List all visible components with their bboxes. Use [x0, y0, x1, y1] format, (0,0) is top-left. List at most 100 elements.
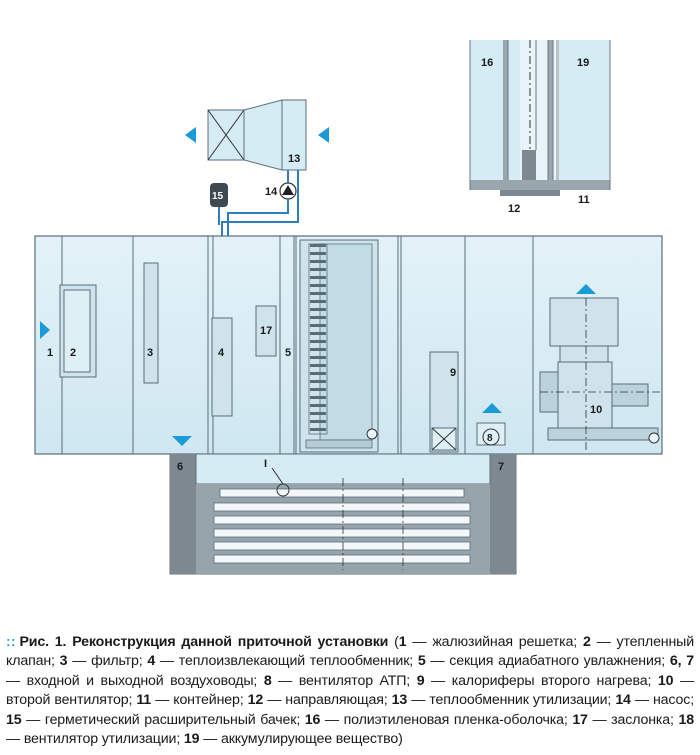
caption-item-text: — вентилятор утилизации; — [6, 731, 184, 748]
filter-3 — [143, 262, 159, 384]
caption-item-number: 6, 7 — [669, 653, 694, 670]
caption-item-number: 9 — [416, 672, 425, 689]
caption-item-number: 14 — [615, 692, 631, 709]
inset-container-base — [500, 190, 560, 196]
label-12: 12 — [508, 203, 520, 215]
label-15: 15 — [212, 191, 224, 202]
caption-item-number: 17 — [572, 711, 588, 728]
label-4: 4 — [218, 347, 225, 359]
label-13: 13 — [288, 153, 300, 165]
caption-item-text: — направляющая; — [263, 692, 392, 709]
fan-8-arrow — [482, 403, 502, 413]
caption-item-text: — жалюзийная решетка; — [406, 634, 583, 650]
label-7: 7 — [498, 461, 504, 473]
caption-item-number: 1 — [398, 634, 407, 650]
label-8: 8 — [487, 433, 493, 444]
label-5: 5 — [285, 347, 291, 359]
caption-item-text: — аккумулирующее вещество — [199, 731, 399, 748]
inset-wall-left — [503, 40, 508, 190]
caption-item-number: 11 — [136, 692, 152, 709]
label-17: 17 — [260, 325, 272, 337]
tank-body — [210, 183, 228, 207]
inset-wall-right — [548, 40, 553, 190]
inset-film-region — [470, 40, 520, 190]
caption-item-text: — полиэтиленовая пленка-оболочка; — [320, 711, 573, 728]
inlet-arrow — [40, 321, 50, 339]
caption-close: ) — [398, 731, 403, 748]
caption-item-number: 10 — [657, 672, 674, 689]
caption-item-text: — вентилятор АТП; — [271, 672, 417, 689]
fan-10-support — [648, 432, 660, 444]
label-detail: I — [264, 458, 267, 470]
caption-item-text: — теплообменник утилизации; — [407, 692, 616, 709]
fan-10-neck — [559, 345, 609, 363]
caption-item-number: 15 — [6, 711, 22, 728]
caption-item-number: 16 — [304, 711, 321, 728]
label-6: 6 — [177, 461, 183, 473]
caption-item-number: 13 — [391, 692, 408, 709]
caption-item-text: — заслонка; — [587, 711, 679, 728]
caption-open: ( — [388, 634, 399, 650]
label-10: 10 — [590, 404, 602, 416]
label-1: 1 — [47, 347, 53, 359]
damper-17 — [255, 305, 277, 357]
inset-substance-region — [558, 40, 610, 190]
caption-item-number: 2 — [582, 634, 591, 650]
damper-2-blade — [63, 289, 91, 373]
caption-item-number: 18 — [678, 711, 695, 728]
duct-6-wall — [170, 454, 196, 574]
pump-triangle — [282, 185, 294, 195]
caption-item-text: — насос; — [630, 692, 695, 709]
inset-wall-right2 — [556, 40, 559, 190]
caption-items: 1 — жалюзийная решетка; 2 — утепленный к… — [6, 634, 694, 747]
fan-10-shaft — [611, 383, 649, 407]
fan-10-base — [547, 427, 659, 441]
fan-10-discharge — [549, 297, 619, 347]
detail-inset: 16 19 12 11 — [469, 40, 611, 215]
duct-7-wall — [490, 454, 516, 574]
caption-prefix: Рис. 1. — [19, 634, 67, 650]
fan-8-circle — [482, 428, 500, 446]
caption-item-text: — теплоизвлекающий теплообменник; — [155, 653, 418, 670]
caption-item-text: — контейнер; — [151, 692, 248, 709]
fan-10-housing — [557, 361, 613, 429]
caption-item-text: — фильтр; — [67, 653, 148, 670]
caption-item-text: — входной и выходной воздуховоды; — [6, 672, 264, 689]
recovery-arrow-left — [185, 127, 196, 143]
container-fins — [310, 244, 326, 431]
caption-item-number: 8 — [263, 672, 272, 689]
caption-item-text: — калориферы второго нагрева; — [424, 672, 658, 689]
label-16: 16 — [481, 57, 493, 69]
caption-title: Реконструкция данной приточной установки — [72, 634, 389, 650]
duct-6-arrow — [172, 436, 192, 446]
expansion-tank-15: 15 — [210, 183, 228, 207]
caption-item-number: 4 — [147, 653, 156, 670]
label-14: 14 — [265, 186, 278, 198]
label-3: 3 — [147, 347, 153, 359]
figure-caption: ::Рис. 1. Реконструкция данной приточной… — [6, 633, 694, 749]
bottom-block: I 6 7 — [169, 453, 517, 575]
main-unit: 1 2 3 4 17 5 — [34, 235, 663, 455]
caption-item-text: — второй вентилятор; — [6, 672, 694, 709]
air-handling-unit-diagram: 16 19 12 11 13 14 15 — [34, 40, 663, 575]
label-19: 19 — [577, 57, 589, 69]
recovery-exchanger-box — [281, 99, 307, 171]
exchanger-4 — [211, 317, 233, 417]
caption-dots-icon: :: — [6, 634, 16, 650]
caption-item-text: — герметический расширительный бачек; — [21, 711, 305, 728]
label-11: 11 — [578, 194, 590, 206]
container-11-core — [319, 243, 373, 441]
recovery-arrow-right — [318, 127, 329, 143]
label-9: 9 — [450, 367, 456, 379]
label-2: 2 — [70, 347, 76, 359]
inset-container-bottom — [470, 180, 610, 190]
caption-item-text: — утепленный клапан; — [6, 634, 694, 670]
caption-item-number: 12 — [247, 692, 264, 709]
container-valve — [366, 428, 378, 440]
caption-item-number: 5 — [417, 653, 426, 670]
recovery-unit-13: 13 — [185, 99, 329, 171]
recovery-transition — [243, 99, 283, 171]
caption-item-text: — секция адиабатного увлажнения; — [425, 653, 670, 670]
fan-10-arrow — [576, 284, 596, 294]
pump-14: 14 — [265, 182, 297, 200]
